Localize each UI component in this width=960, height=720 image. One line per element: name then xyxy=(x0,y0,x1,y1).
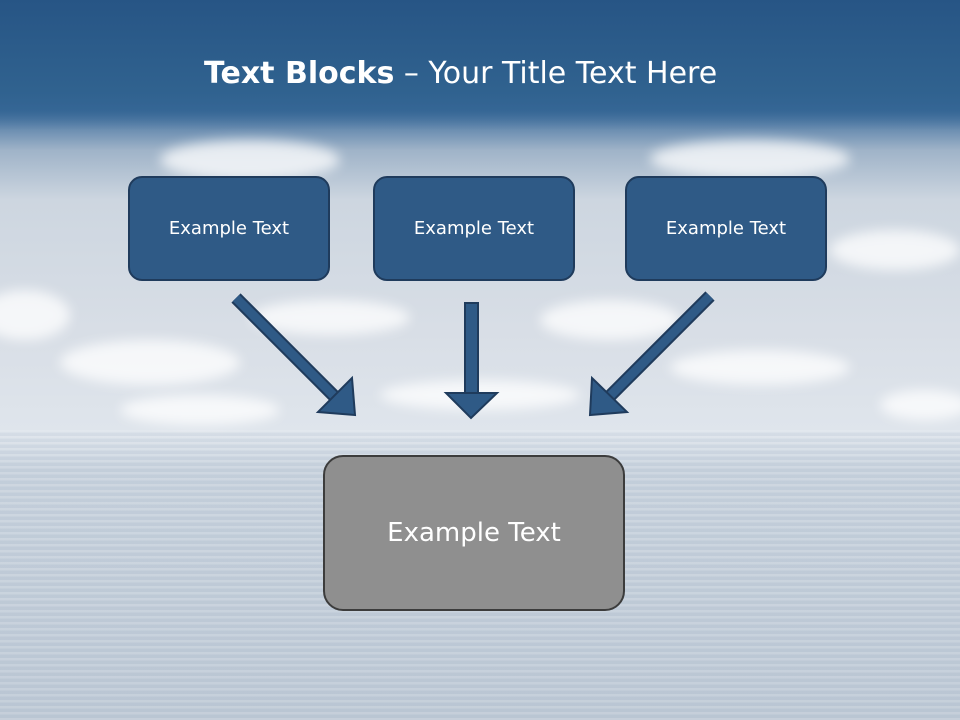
arrow-left-icon xyxy=(231,293,357,417)
text-block-center-label: Example Text xyxy=(413,218,535,239)
text-block-right-label: Example Text xyxy=(665,218,787,239)
slide-title: Text Blocks – Your Title Text Here xyxy=(204,56,717,91)
cloud xyxy=(670,350,850,385)
cloud xyxy=(120,395,280,425)
arrow-right-icon xyxy=(588,291,715,417)
cloud xyxy=(880,390,960,420)
cloud xyxy=(650,140,850,178)
title-rest: Your Title Text Here xyxy=(428,56,718,91)
cloud xyxy=(60,340,240,385)
cloud xyxy=(0,290,70,340)
title-dash: – xyxy=(394,56,429,91)
cloud xyxy=(540,300,680,340)
cloud xyxy=(830,230,960,270)
title-bold: Text Blocks xyxy=(204,56,395,91)
text-block-result[interactable]: Example Text xyxy=(323,455,625,611)
arrow-center-icon xyxy=(443,302,500,420)
text-block-left[interactable]: Example Text xyxy=(128,176,330,281)
header-band xyxy=(0,0,960,130)
text-block-left-label: Example Text xyxy=(168,218,290,239)
text-block-center[interactable]: Example Text xyxy=(373,176,575,281)
cloud xyxy=(250,300,410,335)
cloud xyxy=(160,140,340,180)
text-block-result-label: Example Text xyxy=(387,518,561,548)
text-block-right[interactable]: Example Text xyxy=(625,176,827,281)
